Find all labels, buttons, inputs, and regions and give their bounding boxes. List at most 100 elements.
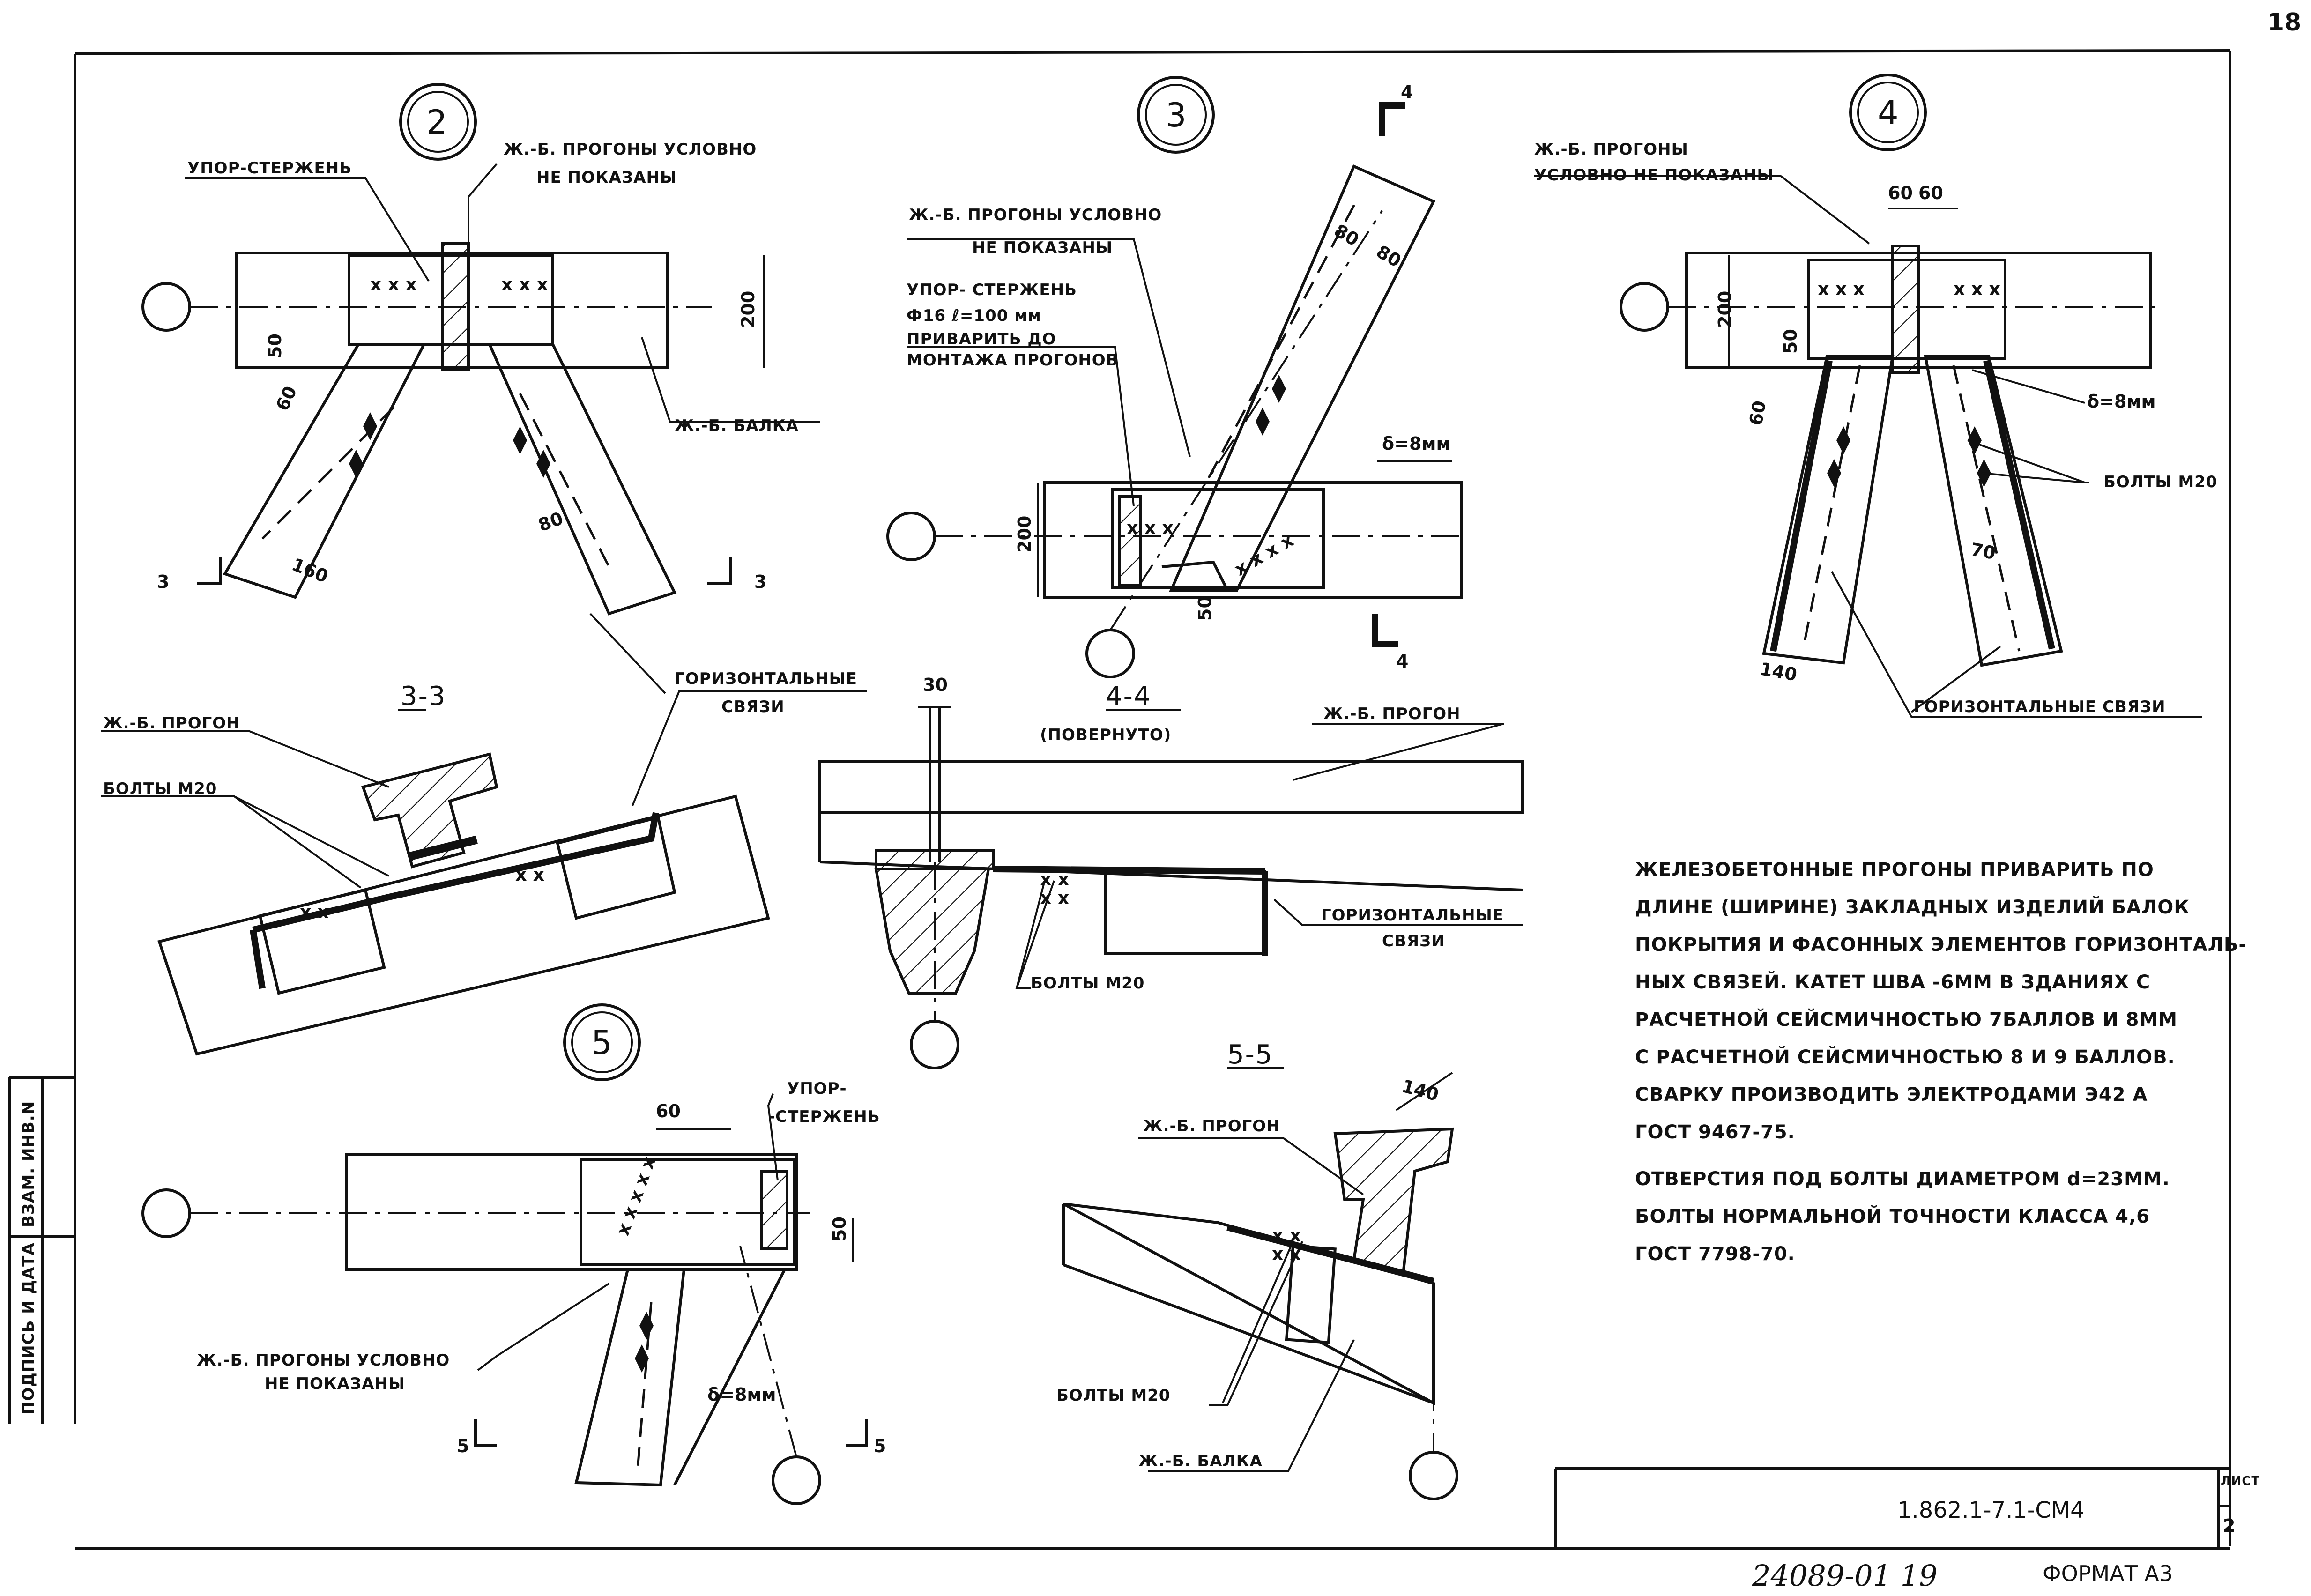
d4-dim-140: 140 — [1758, 659, 1798, 685]
section-5-5: x x x x — [1062, 1067, 1458, 1500]
archive-number: 24089-01 19 — [1752, 1559, 1938, 1593]
note-line: СВАРКУ ПРОИЗВОДИТЬ ЭЛЕКТРОДАМИ Э42 А — [1635, 1084, 2148, 1106]
d4-delta: δ=8мм — [2087, 391, 2156, 412]
d5-dim-60: 60 — [656, 1101, 681, 1121]
note-line: ПОКРЫТИЯ И ФАСОННЫХ ЭЛЕМЕНТОВ ГОРИЗОНТАЛ… — [1635, 934, 2247, 956]
stamp-inv-label: ВЗАМ. ИНВ.N — [19, 1101, 38, 1227]
s44-horiz-ties-1: ГОРИЗОНТАЛЬНЫЕ — [1321, 906, 1504, 925]
d3-stop-rod-1: УПОР- СТЕРЖЕНЬ — [907, 281, 1077, 299]
d5-purlins-2: НЕ ПОКАЗАНЫ — [265, 1374, 405, 1393]
s33-purlin: Ж.-Б. ПРОГОН — [103, 714, 240, 733]
s44-purlin: Ж.-Б. ПРОГОН — [1323, 705, 1461, 723]
d3-purlins-note-2: НЕ ПОКАЗАНЫ — [972, 238, 1113, 257]
svg-text:x x: x x — [515, 864, 544, 885]
s44-bolts: БОЛТЫ М20 — [1031, 974, 1144, 993]
s55-title: 5-5 — [1227, 1039, 1273, 1070]
svg-text:x x x: x x x — [370, 274, 417, 295]
d3-cut-top: 4 — [1401, 82, 1413, 103]
d3-stop-rod-2: Ф16 ℓ=100 мм — [907, 306, 1041, 325]
svg-text:x x x: x x x — [1954, 279, 2000, 299]
d4-dim-50: 50 — [1780, 329, 1801, 354]
svg-text:x x x x x: x x x x x — [612, 1154, 660, 1238]
note-line: ОТВЕРСТИЯ ПОД БОЛТЫ ДИАМЕТРОМ d=23ММ. — [1635, 1168, 2170, 1190]
stamp-sign-label: ПОДПИСЬ И ДАТА — [19, 1242, 38, 1415]
s33-title: 3-3 — [401, 681, 446, 712]
note-line: ДЛИНЕ (ШИРИНЕ) ЗАКЛАДНЫХ ИЗДЕЛИЙ БАЛОК — [1635, 896, 2190, 918]
d5-stop-rod-1: УПОР- — [787, 1079, 847, 1098]
d3-dim-200: 200 — [1014, 516, 1035, 553]
section-4-4: x x x x — [818, 706, 1524, 1069]
detail-5-marker: 5 — [591, 1024, 612, 1062]
d3-stop-rod-3: ПРИВАРИТЬ ДО — [907, 330, 1056, 349]
d3-delta: δ=8мм — [1382, 433, 1451, 454]
title-sheet-no: 2 — [2223, 1515, 2235, 1536]
d3-dim-80a: 80 — [1331, 220, 1363, 251]
d3-dim-50: 50 — [1195, 596, 1215, 621]
format-label: ФОРМАТ А3 — [2043, 1561, 2173, 1586]
s44-title: 4-4 — [1106, 681, 1151, 712]
d4-dim-60a: 60 — [1888, 183, 1913, 203]
detail-3-marker: 3 — [1166, 96, 1187, 134]
d4-dim-70: 70 — [1969, 539, 1997, 564]
d4-dim-60: 60 — [1746, 399, 1770, 427]
d5-delta: δ=8мм — [707, 1384, 776, 1405]
d5-dim-50: 50 — [829, 1217, 850, 1241]
d5-stop-rod-2: -СТЕРЖЕНЬ — [768, 1107, 880, 1126]
detail-4: 4 x x x x x x — [1534, 74, 2202, 718]
d2-cut-left: 3 — [157, 572, 169, 592]
d3-cut-bottom: 4 — [1396, 651, 1408, 672]
d2-cut-right: 3 — [754, 572, 766, 592]
sheet-frame — [74, 49, 2231, 1550]
note-line: ГОСТ 7798-70. — [1635, 1243, 1795, 1265]
s44-dim-30: 30 — [923, 675, 948, 695]
d3-purlins-note-1: Ж.-Б. ПРОГОНЫ УСЛОВНО — [909, 206, 1162, 224]
detail-4-marker: 4 — [1878, 94, 1899, 132]
s55-beam: Ж.-Б. БАЛКА — [1138, 1452, 1263, 1470]
svg-text:x x: x x — [300, 902, 329, 922]
svg-text:x x: x x — [1040, 869, 1069, 890]
d4-purlins-2: УСЛОВНО НЕ ПОКАЗАНЫ — [1534, 166, 1774, 185]
d2-dim-50: 50 — [265, 334, 285, 358]
note-line: НЫХ СВЯЗЕЙ. КАТЕТ ШВА -6ММ В ЗДАНИЯХ С — [1635, 971, 2150, 993]
page-number: 18 — [2267, 8, 2301, 37]
note-line: ЖЕЛЕЗОБЕТОННЫЕ ПРОГОНЫ ПРИВАРИТЬ ПО — [1635, 859, 2154, 881]
d4-horiz-ties: ГОРИЗОНТАЛЬНЫЕ СВЯЗИ — [1914, 698, 2166, 716]
d2-stop-rod: УПОР-СТЕРЖЕНЬ — [187, 159, 352, 178]
svg-text:x x x: x x x — [501, 274, 548, 295]
s55-purlin: Ж.-Б. ПРОГОН — [1143, 1117, 1280, 1136]
d5-cut-left: 5 — [457, 1436, 469, 1456]
s33-horiz-ties-1: ГОРИЗОНТАЛЬНЫЕ — [675, 669, 857, 688]
d2-purlins-note-2: НЕ ПОКАЗАНЫ — [536, 168, 677, 187]
detail-3: 3 x x x x x x x — [886, 76, 1463, 678]
d4-purlins-1: Ж.-Б. ПРОГОНЫ — [1534, 140, 1688, 159]
side-stamp: ВЗАМ. ИНВ.N ПОДПИСЬ И ДАТА — [8, 1076, 75, 1424]
d2-dim-80: 80 — [535, 508, 566, 535]
s44-subtitle: (ПОВЕРНУТО) — [1040, 726, 1171, 744]
svg-text:x x: x x — [1272, 1225, 1301, 1246]
note-line: БОЛТЫ НОРМАЛЬНОЙ ТОЧНОСТИ КЛАССА 4,6 — [1635, 1205, 2150, 1227]
s33-bolts: БОЛТЫ М20 — [103, 779, 217, 798]
s55-dim-140: 140 — [1400, 1076, 1441, 1105]
d2-dim-200: 200 — [738, 291, 758, 328]
title-sheet-label: ЛИСТ — [2221, 1474, 2260, 1488]
detail-5: 5 x x x x x — [141, 1003, 868, 1505]
d2-dim-60: 60 — [272, 383, 301, 414]
svg-text:x x: x x — [1040, 888, 1069, 908]
svg-text:x x x: x x x — [1127, 518, 1174, 538]
d5-purlins-1: Ж.-Б. ПРОГОНЫ УСЛОВНО — [197, 1351, 450, 1370]
s33-horiz-ties-2: СВЯЗИ — [721, 698, 785, 716]
note-line: С РАСЧЕТНОЙ СЕЙСМИЧНОСТЬЮ 8 И 9 БАЛЛОВ. — [1635, 1046, 2175, 1068]
d2-beam-label: Ж.-Б. БАЛКА — [675, 416, 799, 435]
note-line: ГОСТ 9467-75. — [1635, 1121, 1795, 1143]
title-block — [1554, 1467, 2230, 1548]
title-code: 1.862.1-7.1-СМ4 — [1897, 1497, 2085, 1523]
detail-2: 2 x x x x x x — [141, 83, 820, 616]
s55-bolts: БОЛТЫ М20 — [1056, 1386, 1170, 1405]
general-notes: ЖЕЛЕЗОБЕТОННЫЕ ПРОГОНЫ ПРИВАРИТЬ ПО ДЛИН… — [1635, 859, 2247, 1265]
section-3-3: x x x x — [101, 613, 867, 1056]
note-line: РАСЧЕТНОЙ СЕЙСМИЧНОСТЬЮ 7БАЛЛОВ И 8ММ — [1635, 1008, 2177, 1031]
d4-bolts: БОЛТЫ М20 — [2103, 473, 2217, 491]
d2-purlins-note-1: Ж.-Б. ПРОГОНЫ УСЛОВНО — [504, 140, 757, 159]
svg-text:x x x: x x x — [1818, 279, 1865, 299]
